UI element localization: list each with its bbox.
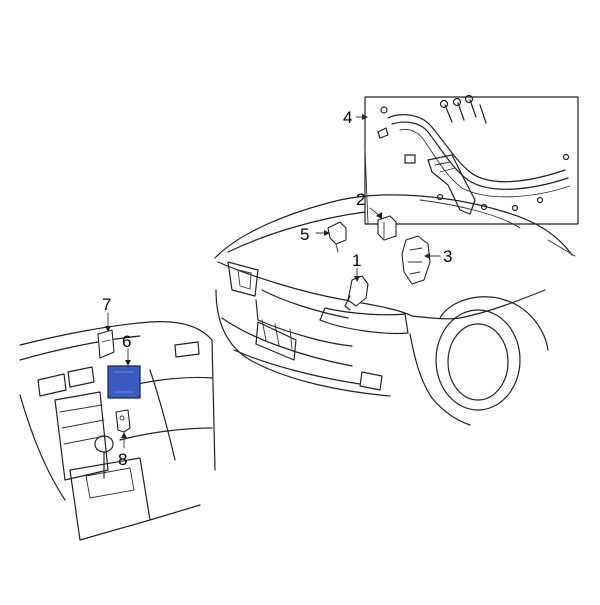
ecu-module bbox=[107, 365, 141, 399]
part-7-bracket bbox=[97, 329, 115, 359]
dashboard-illustration bbox=[19, 321, 216, 541]
part-1-ignition-coil bbox=[344, 275, 369, 311]
leader-lines bbox=[105, 114, 441, 449]
callout-labels: 1 2 3 4 5 6 7 8 bbox=[102, 108, 452, 469]
part-5-sensor bbox=[327, 221, 347, 253]
car-front-illustration bbox=[214, 194, 576, 426]
callout-4: 4 bbox=[343, 108, 352, 127]
callout-6: 6 bbox=[122, 332, 131, 351]
part-8-bracket bbox=[115, 409, 131, 433]
part-2-igniter bbox=[377, 215, 397, 241]
callout-3: 3 bbox=[443, 247, 452, 266]
inset-frame bbox=[364, 96, 579, 225]
callout-5: 5 bbox=[300, 225, 309, 244]
callout-2: 2 bbox=[356, 190, 365, 209]
callout-8: 8 bbox=[118, 450, 127, 469]
part-6-ecu-highlighted bbox=[107, 365, 141, 399]
ignition-wire-inset bbox=[364, 94, 579, 225]
callout-7: 7 bbox=[102, 295, 111, 314]
callout-1: 1 bbox=[352, 251, 361, 270]
part-3-bracket bbox=[401, 235, 431, 285]
